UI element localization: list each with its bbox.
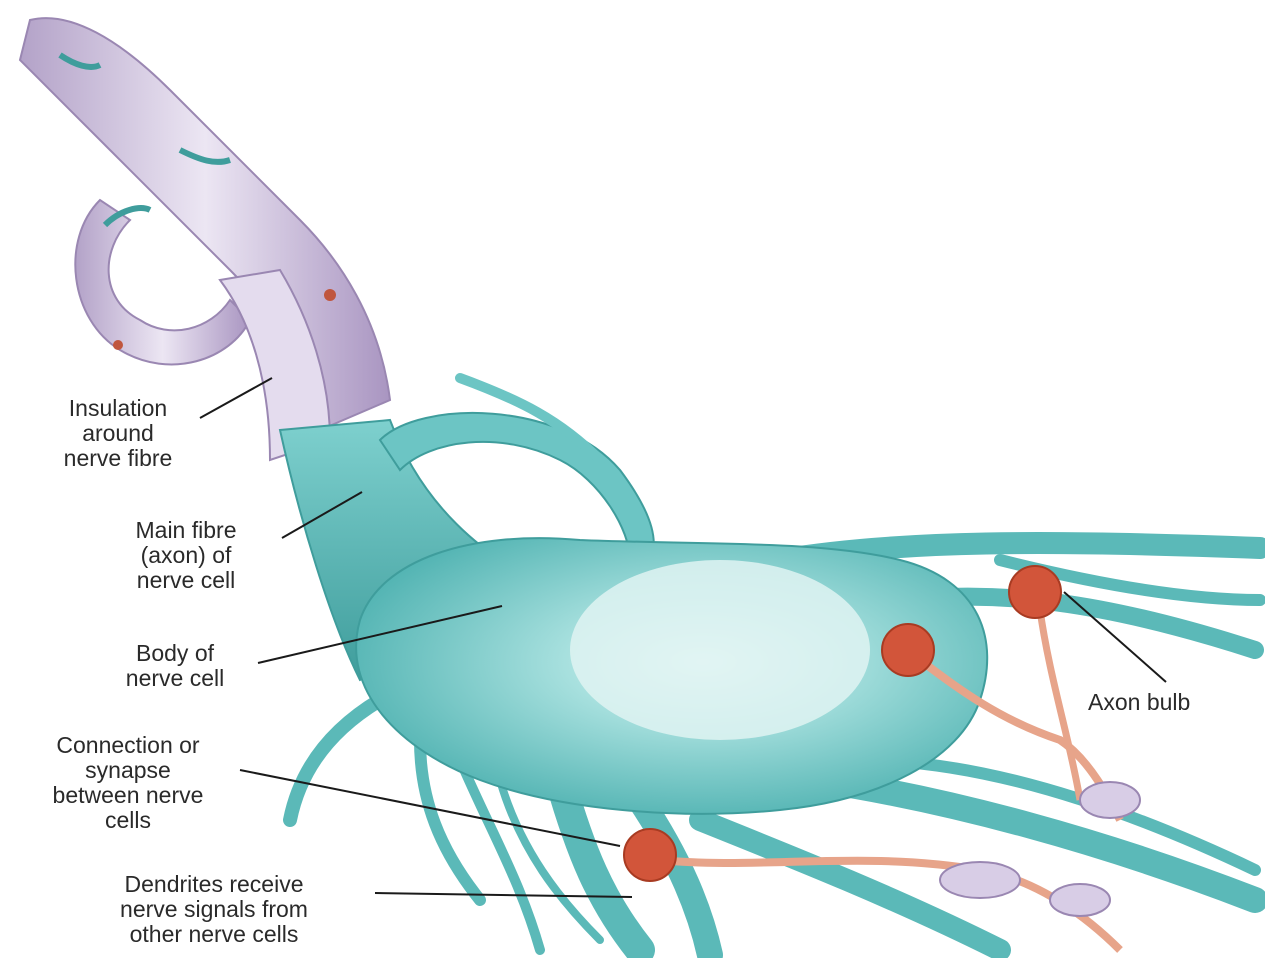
label-axon-line-1: Main fibre [100,518,272,543]
label-cell-body-line-2: nerve cell [94,666,256,691]
myelin-sheath [20,18,390,460]
label-dendrites-line-1: Dendrites receive [64,872,364,897]
label-axon-line-2: (axon) of [100,543,272,568]
nucleus [570,560,870,740]
label-insulation: Insulation around nerve fibre [36,396,200,471]
label-synapse-line-4: cells [8,808,248,833]
label-synapse-line-2: synapse [8,758,248,783]
axon-bulb-upper [1009,566,1061,618]
label-cell-body: Body of nerve cell [94,641,256,691]
axon-bulb-middle [882,624,934,676]
label-dendrites: Dendrites receive nerve signals from oth… [64,872,364,947]
label-axon-line-3: nerve cell [100,568,272,593]
label-synapse-line-3: between nerve [8,783,248,808]
label-dendrites-line-3: other nerve cells [64,922,364,947]
leader-insulation [200,378,272,418]
label-axon: Main fibre (axon) of nerve cell [100,518,272,593]
label-synapse: Connection or synapse between nerve cell… [8,733,248,833]
synapse-bulb [624,829,676,881]
label-insulation-line-3: nerve fibre [36,446,200,471]
label-cell-body-line-1: Body of [94,641,256,666]
label-axon-bulb-line-1: Axon bulb [1088,690,1258,715]
label-synapse-line-1: Connection or [8,733,248,758]
label-insulation-line-2: around [36,421,200,446]
label-axon-bulb: Axon bulb [1088,690,1258,715]
label-dendrites-line-2: nerve signals from [64,897,364,922]
label-insulation-line-1: Insulation [36,396,200,421]
